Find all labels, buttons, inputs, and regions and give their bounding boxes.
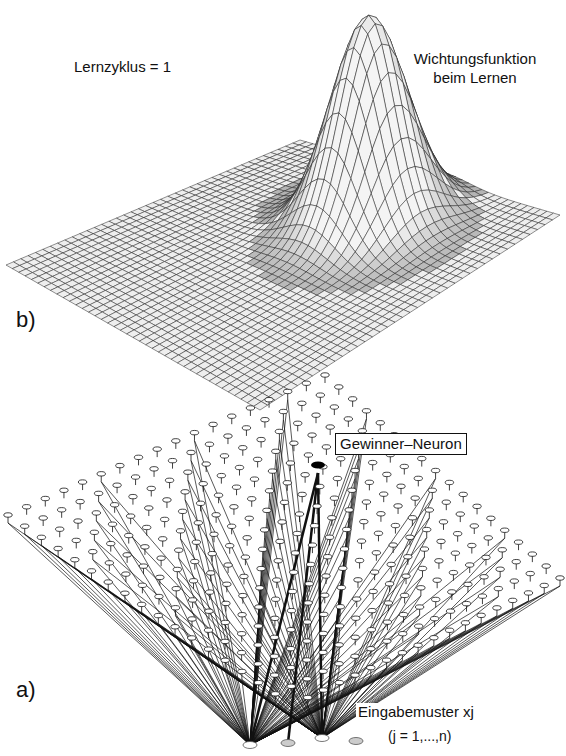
input-connections xyxy=(8,399,560,745)
winner-neuron xyxy=(311,462,325,469)
winner-label-box: Gewinner–Neuron xyxy=(335,433,467,455)
cycle-label: Lernzyklus = 1 xyxy=(72,58,173,77)
input-label: Eingabemuster xj xyxy=(356,703,476,722)
weight-function-label: Wichtungsfunktion beim Lernen xyxy=(398,50,552,88)
node-text: Gewinner–Neuron xyxy=(340,435,462,452)
gauss-surface xyxy=(6,15,560,410)
panel-letter: a) xyxy=(14,676,38,704)
input-range: (j = 1,...,n) xyxy=(386,728,453,746)
neuron-grid xyxy=(4,373,564,706)
input-nodes xyxy=(243,735,363,749)
panel-letter: b) xyxy=(14,306,38,334)
